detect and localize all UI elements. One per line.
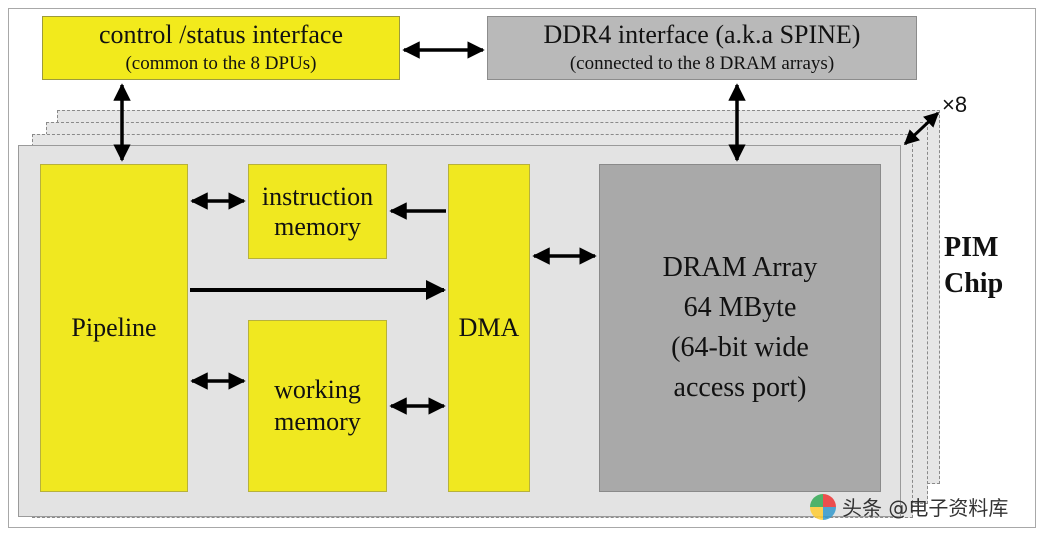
instruction-memory-label-line-2: memory: [274, 211, 361, 241]
watermark-text: 头条 @电子资料库: [842, 496, 1009, 520]
instruction-memory-block: instruction memory: [248, 164, 387, 259]
pipeline-label: Pipeline: [71, 313, 157, 342]
pim-label-line-2: Chip: [944, 268, 1004, 299]
ddr4-interface-title: DDR4 interface (a.k.a SPINE): [543, 20, 861, 49]
control-interface-title: control /status interface: [98, 20, 344, 49]
dram-label-line-2: 64 MByte: [683, 292, 797, 323]
pim-label-line-1: PIM: [944, 232, 999, 263]
control-status-interface: control /status interface (common to the…: [42, 16, 400, 80]
ddr4-interface-subtitle: (connected to the 8 DRAM arrays): [569, 53, 835, 74]
dma-block: DMA: [448, 164, 530, 492]
working-memory-label-line-1: working: [274, 375, 361, 404]
instruction-memory-label-line-1: instruction: [261, 181, 374, 211]
dram-array-block: DRAM Array 64 MByte (64-bit wide access …: [599, 164, 881, 492]
pim-chip-label: PIM Chip: [944, 230, 1024, 302]
stack-depth-arrow: [903, 111, 940, 146]
working-memory-block: working memory: [248, 320, 387, 492]
working-memory-label-line-2: memory: [274, 407, 361, 436]
dram-label-line-3: (64-bit wide: [671, 332, 809, 363]
ddr4-interface: DDR4 interface (a.k.a SPINE) (connected …: [487, 16, 917, 80]
dma-label: DMA: [458, 313, 520, 342]
dram-label-line-4: access port): [673, 372, 807, 403]
pipeline-block: Pipeline: [40, 164, 188, 492]
watermark-logo-icon: [810, 493, 836, 520]
multiplier-label: ×8: [942, 92, 968, 117]
control-interface-subtitle: (common to the 8 DPUs): [125, 53, 317, 74]
watermark: 头条 @电子资料库: [810, 492, 1008, 521]
dram-label-line-1: DRAM Array: [662, 252, 818, 283]
